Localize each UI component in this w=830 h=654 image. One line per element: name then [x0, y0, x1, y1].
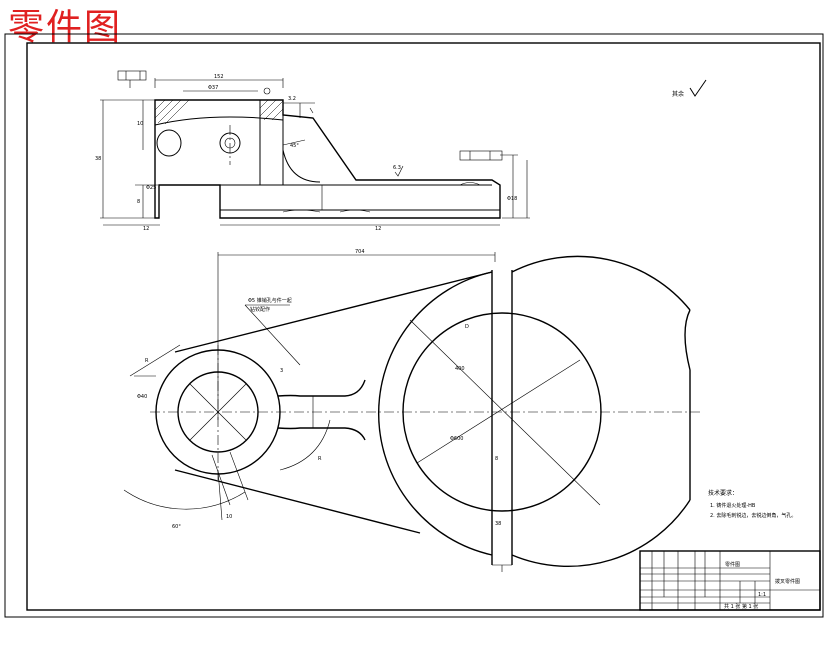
tb-drawing-title: 拨叉零件图 — [775, 578, 800, 585]
plan-view: 704 Φ600 400 D 38 8 — [123, 249, 700, 572]
dim-big-diameter: Φ600 — [450, 436, 463, 442]
tech-req-heading: 技术要求： — [708, 489, 738, 497]
svg-text:R: R — [145, 358, 149, 364]
svg-text:60°: 60° — [172, 524, 181, 530]
svg-text:钻铰配作: 钻铰配作 — [250, 306, 270, 313]
svg-text:3: 3 — [280, 368, 283, 374]
tech-req-item1: 1. 铸件退火处理-HB — [710, 502, 756, 509]
svg-text:3.2: 3.2 — [288, 96, 296, 102]
roughness-symbol — [689, 79, 707, 97]
dim-plan-length: 704 — [355, 249, 365, 255]
svg-text:12: 12 — [143, 226, 149, 232]
svg-text:6.3: 6.3 — [393, 165, 401, 171]
svg-text:D: D — [465, 324, 469, 330]
tech-req-item2: 2. 去除毛刺锐边，去锐边倒角，气孔。 — [710, 512, 796, 519]
outer-frame — [4, 33, 824, 618]
tech-requirements: 技术要求： 1. 铸件退火处理-HB 2. 去除毛刺锐边，去锐边倒角，气孔。 — [708, 489, 796, 519]
dim-top-width: 152 — [214, 74, 224, 80]
dim-height-mid: 10 — [137, 121, 143, 127]
svg-text:Φ40: Φ40 — [137, 394, 147, 400]
surface-finish-note: 其余 — [672, 90, 684, 98]
dim-height-left: 38 — [95, 156, 101, 162]
svg-text:Φ25: Φ25 — [146, 185, 156, 191]
tb-sheet: 共 1 张 第 1 张 — [724, 603, 758, 610]
svg-text:8: 8 — [495, 456, 498, 462]
tb-name: 零件图 — [725, 561, 740, 568]
svg-text:38: 38 — [495, 521, 501, 527]
svg-text:Φ5 锥销孔与件一起: Φ5 锥销孔与件一起 — [248, 297, 292, 304]
dim-inner-diameter: 400 — [455, 366, 465, 372]
inner-frame — [26, 42, 821, 611]
tb-scale: 1:1 — [758, 592, 766, 598]
svg-text:Φ18: Φ18 — [507, 196, 517, 202]
title-block: 零件图 拨叉零件图 1:1 共 1 张 第 1 张 — [639, 550, 821, 611]
dim-height-low: 8 — [137, 199, 140, 205]
svg-text:10: 10 — [226, 514, 232, 520]
svg-text:R: R — [318, 456, 322, 462]
page-title: 零件图 — [8, 7, 123, 48]
dim-top-bore: Φ37 — [208, 85, 218, 91]
front-view: 152 Φ37 — [95, 70, 530, 232]
svg-text:45°: 45° — [290, 143, 299, 149]
svg-text:12: 12 — [375, 226, 381, 232]
